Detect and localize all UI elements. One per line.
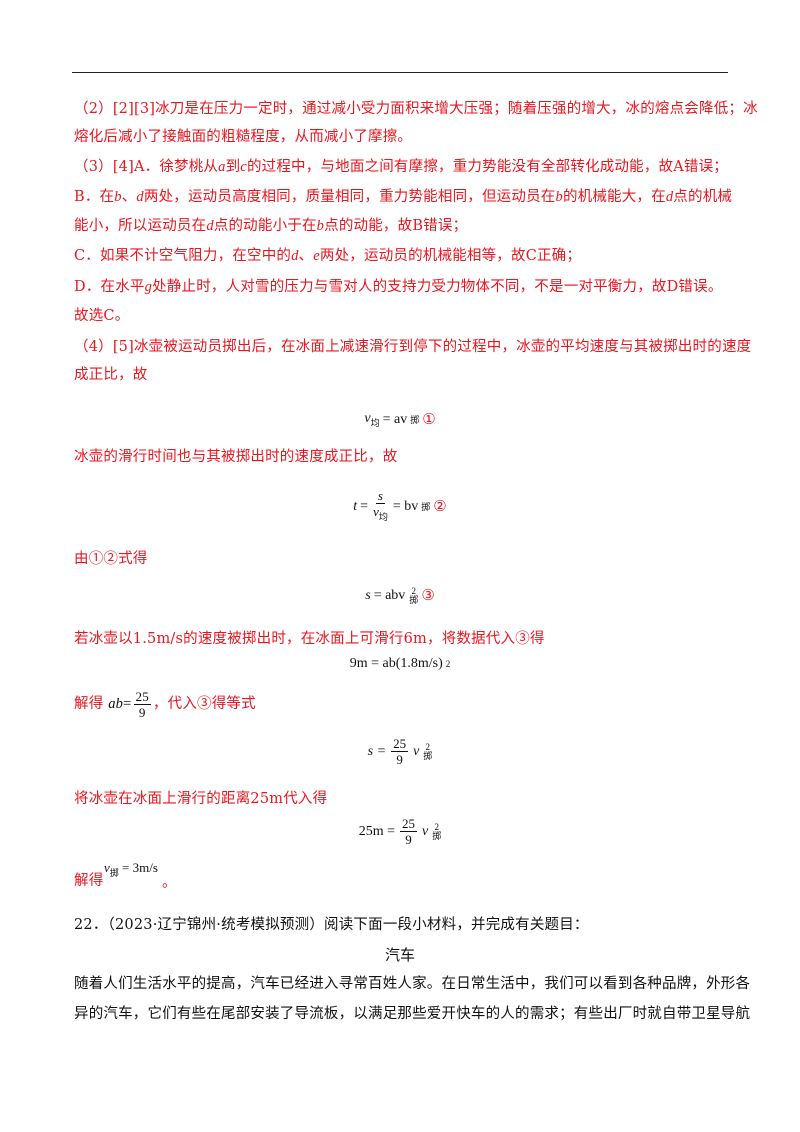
text-line: B．在b、d两处，运动员高度相同，质量相同，重力势能相同，但运动员在b的机械能大… xyxy=(74,189,733,205)
text-line: （3）[4]A．徐梦桃从a到c的过程中，与地面之间有摩擦，重力势能没有全部转化成… xyxy=(74,159,729,175)
text-line: 若冰壶以1.5m/s的速度被掷出时，在冰面上可滑行6m，将数据代入③得 xyxy=(74,631,545,647)
text-line: 将冰壶在冰面上滑行的距离25m代入得 xyxy=(74,791,328,807)
header-rule xyxy=(72,72,728,73)
equation-4: 9m = ab(1.8m/s)2 xyxy=(349,656,451,671)
text-line: 成正比，故 xyxy=(74,367,148,383)
text-line: 异的汽车，它们有些在尾部安装了导流板，以满足那些爱开快车的人的需求；有些出厂时就… xyxy=(74,1006,751,1022)
text-line: （2）[2][3]冰刀是在压力一定时，通过减小受力面积来增大压强；随着压强的增大… xyxy=(74,101,758,117)
text-line: （4）[5]冰壶被运动员掷出后，在冰面上减速滑行到停下的过程中，冰壶的平均速度与… xyxy=(74,339,752,355)
text-line: 能小，所以运动员在d点的动能小于在b点的动能，故B错误； xyxy=(74,218,468,234)
text-line: D．在水平g处静止时，人对雪的压力与雪对人的支持力受力物体不同，不是一对平衡力，… xyxy=(74,279,723,295)
section-title: 汽车 xyxy=(384,946,415,964)
text-line: 由①②式得 xyxy=(74,551,148,567)
text-line: 故选C。 xyxy=(74,308,130,324)
text-line: 熔化后减小了接触面的粗糙程度，从而减小了摩擦。 xyxy=(74,129,413,145)
question-22-header: 22．（2023·辽宁锦州·统考模拟预测）阅读下面一段小材料，并完成有关题目： xyxy=(74,917,589,933)
text-line: 解得 xyxy=(74,873,104,889)
text-line: 冰壶的滑行时间也与其被掷出时的速度成正比，故 xyxy=(74,449,398,465)
text-line: 。 xyxy=(162,875,177,891)
text-line: 随着人们生活水平的提高，汽车已经进入寻常百姓人家。在日常生活中，我们可以看到各种… xyxy=(74,976,751,992)
equation-8: v掷 = 3m/s xyxy=(104,860,158,878)
text-line: C．如果不计空气阻力，在空中的d、e两处，运动员的机械能相等，故C正确； xyxy=(74,248,582,264)
